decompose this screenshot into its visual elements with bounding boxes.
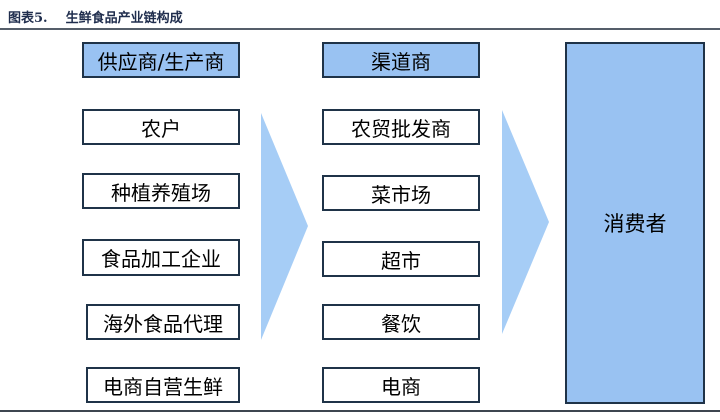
top-rule [0,28,720,30]
supplier-item: 农户 [82,109,240,145]
channel-item: 电商 [322,367,480,403]
supplier-item: 电商自营生鲜 [86,367,240,403]
supplier-item: 海外食品代理 [86,304,240,340]
channels-header: 渠道商 [322,42,480,78]
consumer-box: 消费者 [565,42,705,404]
arrow-suppliers-to-channels [261,113,308,340]
bottom-rule [0,410,720,412]
channel-item: 菜市场 [322,175,480,211]
channel-item: 餐饮 [322,304,480,340]
supplier-item: 食品加工企业 [82,239,240,276]
channel-item: 农贸批发商 [322,109,480,145]
supplier-item: 种植养殖场 [82,173,240,209]
figure-title: 图表5. 生鲜食品产业链构成 [8,11,183,26]
arrow-channels-to-consumer [502,110,549,334]
channel-item: 超市 [322,241,480,277]
suppliers-header: 供应商/生产商 [82,42,240,78]
